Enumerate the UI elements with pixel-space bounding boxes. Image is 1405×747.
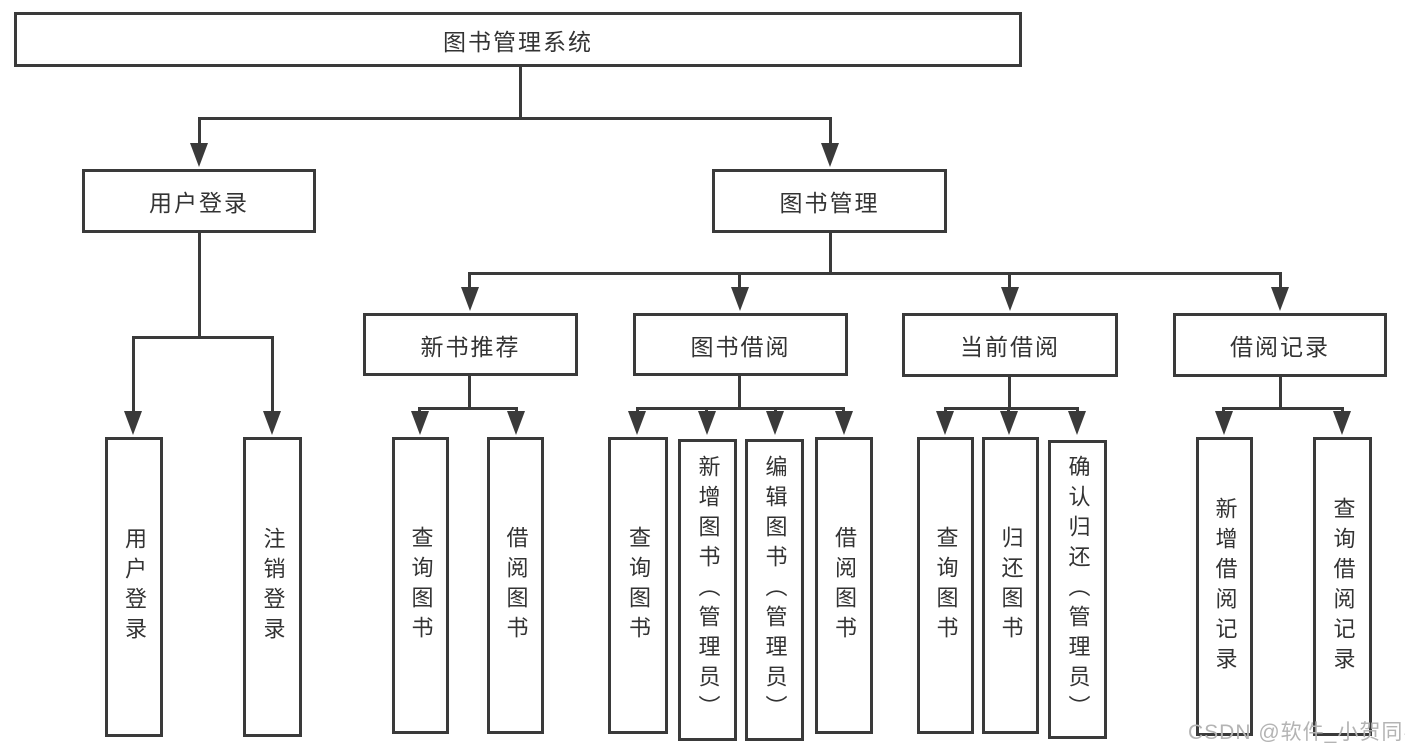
node-root: 图书管理系统 (14, 12, 1022, 67)
node-root-label: 图书管理系统 (443, 28, 593, 55)
leaf-borrow-books-1: 借阅图书 (487, 437, 544, 734)
connector-line (132, 336, 274, 339)
leaf-add-borrow-record: 新增借阅记录 (1196, 437, 1253, 736)
watermark: CSDN @软件_小贺同学 (1188, 721, 1405, 744)
arrow-down-icon (1215, 411, 1233, 435)
connector-line (1279, 272, 1282, 290)
connector-line (944, 407, 1079, 410)
connector-line (198, 117, 832, 120)
connector-line (738, 272, 741, 290)
arrow-down-icon (124, 411, 142, 435)
connector-line (468, 376, 471, 409)
connector-line (468, 272, 1282, 275)
arrow-down-icon (190, 143, 208, 167)
leaf-query-books-1: 查询图书 (392, 437, 449, 734)
node-current-borrow: 当前借阅 (902, 313, 1118, 377)
arrow-down-icon (507, 411, 525, 435)
arrow-down-icon (411, 411, 429, 435)
leaf-query-borrow-record-label: 查询借阅记录 (1330, 496, 1356, 677)
arrow-down-icon (1001, 287, 1019, 311)
connector-line (1279, 377, 1282, 409)
arrow-down-icon (1271, 287, 1289, 311)
node-book-mgmt-label: 图书管理 (779, 190, 880, 216)
leaf-edit-books-admin-label: 编辑图书（管理员） (762, 455, 788, 725)
arrow-down-icon (766, 411, 784, 435)
leaf-logout: 注销登录 (243, 437, 302, 737)
leaf-return-books-label: 归还图书 (998, 525, 1024, 646)
connector-line (1008, 377, 1011, 409)
node-user-login-label: 用户登录 (149, 190, 249, 216)
node-book-borrow-label: 图书借阅 (690, 333, 791, 360)
connector-line (132, 336, 135, 414)
leaf-borrow-books-2-label: 借阅图书 (832, 525, 857, 646)
node-borrow-records-label: 借阅记录 (1230, 334, 1330, 360)
arrow-down-icon (1000, 411, 1018, 435)
leaf-query-books-1-label: 查询图书 (408, 525, 434, 646)
node-book-borrow: 图书借阅 (633, 313, 848, 376)
leaf-add-books-admin: 新增图书（管理员） (678, 439, 737, 741)
node-borrow-records: 借阅记录 (1173, 313, 1387, 377)
connector-line (198, 233, 201, 338)
leaf-confirm-return-admin-label: 确认归还（管理员） (1065, 454, 1091, 725)
node-new-book-recommend: 新书推荐 (363, 313, 578, 376)
connector-line (738, 376, 741, 409)
connector-line (1008, 272, 1011, 290)
leaf-user-login: 用户登录 (105, 437, 163, 737)
connector-line (519, 66, 522, 118)
leaf-return-books: 归还图书 (982, 437, 1039, 734)
connector-line (418, 407, 518, 410)
arrow-down-icon (936, 411, 954, 435)
leaf-query-borrow-record: 查询借阅记录 (1313, 437, 1372, 736)
leaf-borrow-books-2: 借阅图书 (815, 437, 873, 734)
arrow-down-icon (263, 411, 281, 435)
connector-line (829, 233, 832, 274)
node-new-book-recommend-label: 新书推荐 (420, 333, 521, 360)
arrow-down-icon (1333, 411, 1351, 435)
leaf-add-books-admin-label: 新增图书（管理员） (695, 455, 721, 725)
node-book-mgmt: 图书管理 (712, 169, 947, 233)
arrow-down-icon (821, 143, 839, 167)
leaf-query-books-2-label: 查询图书 (626, 525, 651, 646)
arrow-down-icon (731, 287, 749, 311)
leaf-add-borrow-record-label: 新增借阅记录 (1212, 496, 1238, 677)
leaf-edit-books-admin: 编辑图书（管理员） (745, 439, 804, 741)
connector-line (271, 336, 274, 414)
leaf-logout-label: 注销登录 (260, 527, 286, 647)
connector-line (636, 407, 845, 410)
node-current-borrow-label: 当前借阅 (960, 334, 1060, 360)
leaf-query-books-2: 查询图书 (608, 437, 668, 734)
connector-line (198, 117, 201, 147)
connector-line (468, 272, 471, 290)
arrow-down-icon (698, 411, 716, 435)
arrow-down-icon (835, 411, 853, 435)
arrow-down-icon (461, 287, 479, 311)
leaf-query-books-3-label: 查询图书 (933, 525, 959, 646)
arrow-down-icon (628, 411, 646, 435)
connector-line (829, 117, 832, 147)
leaf-borrow-books-1-label: 借阅图书 (503, 525, 529, 646)
connector-line (1222, 407, 1344, 410)
leaf-user-login-label: 用户登录 (122, 527, 147, 647)
leaf-query-books-3: 查询图书 (917, 437, 974, 734)
arrow-down-icon (1068, 411, 1086, 435)
node-user-login: 用户登录 (82, 169, 316, 233)
leaf-confirm-return-admin: 确认归还（管理员） (1048, 440, 1107, 739)
